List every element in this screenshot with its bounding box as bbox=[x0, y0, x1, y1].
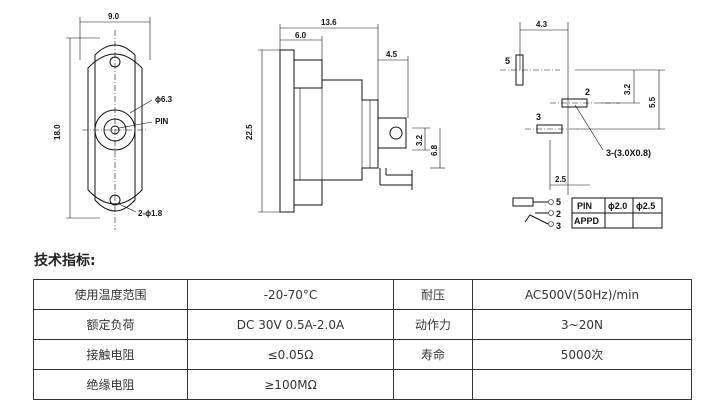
side-terminal-offset-dim: 6.8 bbox=[430, 144, 439, 156]
table-row: 使用温度范围 -20-70°C 耐压 AC500V(50Hz)/min bbox=[33, 279, 692, 310]
side-length-dim: 13.6 bbox=[321, 18, 337, 27]
pin-bottom-dim: 2.5 bbox=[555, 175, 567, 184]
side-terminal-dim: 4.5 bbox=[386, 50, 398, 59]
pin-table-row-label: APPD bbox=[574, 216, 600, 226]
pin-top-dim: 4.3 bbox=[536, 20, 548, 29]
table-row: 绝缘电阻 ≥100MΩ bbox=[33, 369, 692, 400]
spec-value: DC 30V 0.5A-2.0A bbox=[187, 309, 394, 340]
spec-title: 技术指标: bbox=[34, 253, 96, 269]
spec-label: 使用温度范围 bbox=[33, 279, 188, 310]
table-row: 额定负荷 DC 30V 0.5A-2.0A 动作力 3~20N bbox=[33, 309, 692, 340]
spec-value: ≥100MΩ bbox=[187, 369, 394, 400]
pin-table-header-pin: PIN bbox=[577, 201, 592, 211]
spec-label: 额定负荷 bbox=[33, 309, 188, 340]
pin5-label: 5 bbox=[505, 56, 510, 66]
pin-slot-dim: 3-(3.0X0.8) bbox=[606, 148, 651, 158]
spec-label: 寿命 bbox=[393, 339, 473, 370]
technical-drawing: 9.0 18.0 ϕ6.3 PIN 2-ϕ1.8 13.6 bbox=[53, 12, 665, 231]
front-height-dim: 18.0 bbox=[53, 124, 62, 140]
spec-value: -20-70°C bbox=[187, 279, 394, 310]
pin-vertical-dim-2: 5.5 bbox=[648, 96, 657, 108]
spec-value: 3~20N bbox=[472, 309, 692, 340]
spec-label: 动作力 bbox=[393, 309, 473, 340]
spec-value bbox=[472, 369, 692, 400]
pin-table-header-2-5: ϕ2.5 bbox=[636, 201, 655, 211]
front-hole-dim: ϕ6.3 bbox=[155, 95, 173, 104]
spec-label bbox=[393, 369, 473, 400]
spec-value: AC500V(50Hz)/min bbox=[472, 279, 692, 310]
front-pin-label: PIN bbox=[155, 117, 169, 126]
side-height-dim: 22.5 bbox=[245, 124, 254, 140]
pin3-label: 3 bbox=[536, 112, 541, 122]
pin-size-table: PIN ϕ2.0 ϕ2.5 APPD bbox=[571, 197, 663, 229]
pin-layout: 4.3 5 2 3 3.2 5.5 3-(3.0X0.8) 2.5 bbox=[500, 20, 665, 195]
front-mount-hole-dim: 2-ϕ1.8 bbox=[138, 209, 163, 218]
pin-table-header-2-0: ϕ2.0 bbox=[608, 201, 627, 211]
schematic-pin-5: 5 bbox=[556, 197, 561, 207]
side-terminal-height-dim: 3.2 bbox=[415, 134, 424, 146]
pin-schematic: 5 2 3 bbox=[512, 197, 561, 231]
schematic-pin-3: 3 bbox=[556, 221, 561, 231]
front-width-dim: 9.0 bbox=[108, 12, 120, 21]
spec-label: 绝缘电阻 bbox=[33, 369, 188, 400]
spec-table: 使用温度范围 -20-70°C 耐压 AC500V(50Hz)/min 额定负荷… bbox=[33, 279, 692, 400]
side-body-dim: 6.0 bbox=[295, 31, 307, 40]
schematic-pin-2: 2 bbox=[556, 209, 561, 219]
pin2-label: 2 bbox=[585, 87, 590, 97]
front-view: 9.0 18.0 ϕ6.3 PIN 2-ϕ1.8 bbox=[53, 12, 173, 230]
pin-vertical-dim-1: 3.2 bbox=[623, 83, 632, 95]
spec-label: 耐压 bbox=[393, 279, 473, 310]
table-row: 接触电阻 ≤0.05Ω 寿命 5000次 bbox=[33, 339, 692, 370]
spec-value: 5000次 bbox=[472, 339, 692, 370]
spec-label: 接触电阻 bbox=[33, 339, 188, 370]
side-view: 13.6 6.0 4.5 22.5 3 bbox=[245, 18, 445, 213]
spec-value: ≤0.05Ω bbox=[187, 339, 394, 370]
